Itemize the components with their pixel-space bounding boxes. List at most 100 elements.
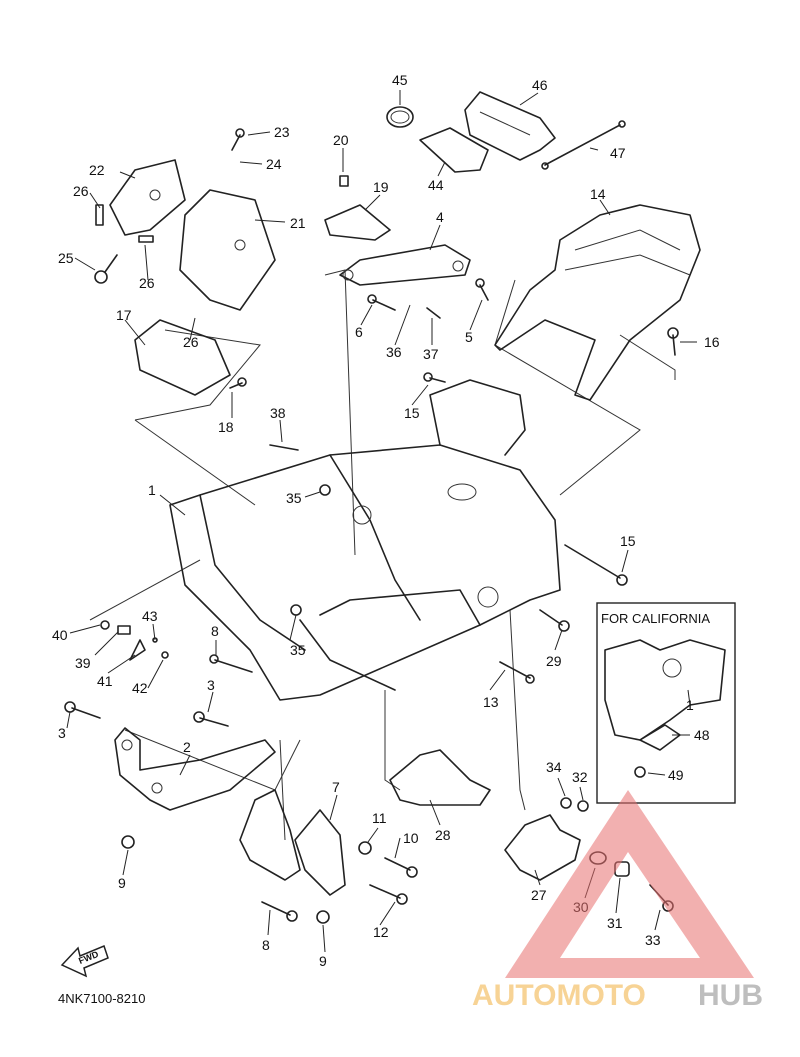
bolt-3-center	[193, 711, 229, 727]
callout-42: 42	[132, 680, 148, 696]
callout-19: 19	[373, 179, 389, 195]
part-45-gasket	[386, 106, 414, 128]
bolt-13	[499, 661, 535, 684]
callout-7: 7	[332, 779, 340, 795]
callout-14: 14	[590, 186, 606, 202]
part-26-pins	[95, 204, 154, 243]
part-21-side-cover	[179, 189, 276, 311]
callout-38: 38	[270, 405, 286, 421]
callout-17: 17	[116, 307, 132, 323]
bolt-15-right	[564, 544, 628, 586]
bolt-20	[339, 175, 349, 187]
part-44-cover	[419, 127, 489, 173]
callout-35: 35	[286, 490, 302, 506]
callout-23: 23	[274, 124, 290, 140]
part-4-stay	[339, 244, 471, 286]
callout-1: 1	[148, 482, 156, 498]
bolt-25	[94, 254, 118, 284]
inset-title: FOR CALIFORNIA	[601, 611, 710, 626]
callout-32: 32	[572, 769, 588, 785]
callout-24: 24	[266, 156, 282, 172]
callout-4: 4	[436, 209, 444, 225]
callout-25: 25	[58, 250, 74, 266]
callout-26: 26	[73, 183, 89, 199]
bolt-6	[367, 294, 396, 311]
bolt-5	[475, 278, 489, 301]
bolt-12	[369, 884, 408, 905]
part-19-bracket	[324, 204, 391, 241]
callout-41: 41	[97, 673, 113, 689]
callout-46: 46	[532, 77, 548, 93]
bolt-37	[426, 307, 441, 319]
callout-34: 34	[546, 759, 562, 775]
callout-21: 21	[290, 215, 306, 231]
callout-5: 5	[465, 329, 473, 345]
callout-6: 6	[355, 324, 363, 340]
callout-3: 3	[207, 677, 215, 693]
bolt-38	[269, 444, 299, 451]
part-7-bracket-assembly	[239, 789, 346, 896]
part-1-main-frame	[169, 379, 561, 701]
inset-callout-48: 48	[694, 727, 710, 743]
callout-26c: 26	[183, 334, 199, 350]
callout-15b: 15	[620, 533, 636, 549]
part-22-side-cover	[109, 159, 186, 236]
callout-45: 45	[392, 72, 408, 88]
bolt-10	[384, 857, 418, 878]
callout-33: 33	[645, 932, 661, 948]
callout-36: 36	[386, 344, 402, 360]
callout-22: 22	[89, 162, 105, 178]
bolt-29	[539, 609, 570, 632]
bolt-18	[229, 377, 247, 389]
assembly-guide-lines	[89, 269, 676, 841]
callout-20: 20	[333, 132, 349, 148]
logo-text-hub: HUB	[698, 979, 763, 1012]
callout-40: 40	[52, 627, 68, 643]
callout-13: 13	[483, 694, 499, 710]
callout-12: 12	[373, 924, 389, 940]
leader-lines	[66, 90, 697, 953]
part-46-bracket	[464, 91, 556, 161]
part-47-cable	[541, 120, 626, 170]
callout-16: 16	[704, 334, 720, 350]
callout-35b: 35	[290, 642, 306, 658]
part-28-bracket	[389, 749, 491, 806]
callout-26b: 26	[139, 275, 155, 291]
bolt-9-lower	[316, 910, 330, 924]
part-17-bracket	[134, 319, 231, 396]
fwd-arrow-icon: FWD	[60, 944, 109, 978]
callout-8b: 8	[262, 937, 270, 953]
logo-text-automoto: AUTOMOTO	[472, 979, 646, 1012]
inset-callout-49: 49	[668, 767, 684, 783]
bolt-9-upper	[121, 835, 135, 849]
callout-3b: 3	[58, 725, 66, 741]
callout-44: 44	[428, 177, 444, 193]
part-2-footrest-bracket	[114, 727, 276, 811]
callout-37: 37	[423, 346, 439, 362]
callout-9: 9	[118, 875, 126, 891]
part-14-rear-frame	[494, 204, 701, 401]
logo-triangle	[505, 790, 754, 978]
callout-11: 11	[372, 810, 387, 826]
callout-43: 43	[142, 608, 158, 624]
callout-9b: 9	[319, 953, 327, 969]
nut-34	[560, 797, 572, 809]
callout-28: 28	[435, 827, 451, 843]
bolt-15-upper	[423, 372, 446, 383]
callout-47: 47	[610, 145, 626, 161]
inset-callout-1: 1	[686, 697, 694, 713]
callout-15: 15	[404, 405, 420, 421]
bolt-8-lower	[261, 901, 298, 922]
bolt-23	[231, 128, 245, 151]
bolt-3-left	[64, 701, 101, 719]
inset-frame	[596, 602, 736, 804]
callout-29: 29	[546, 653, 562, 669]
callout-39: 39	[75, 655, 91, 671]
callout-labels: 1 2 3 3 4 5 6 7 8 8 9 9 10 11 12 13 14 1…	[52, 72, 720, 969]
washer-32	[577, 800, 589, 812]
callout-18: 18	[218, 419, 234, 435]
callout-2: 2	[183, 739, 191, 755]
callout-10: 10	[403, 830, 419, 846]
callout-27: 27	[531, 887, 547, 903]
